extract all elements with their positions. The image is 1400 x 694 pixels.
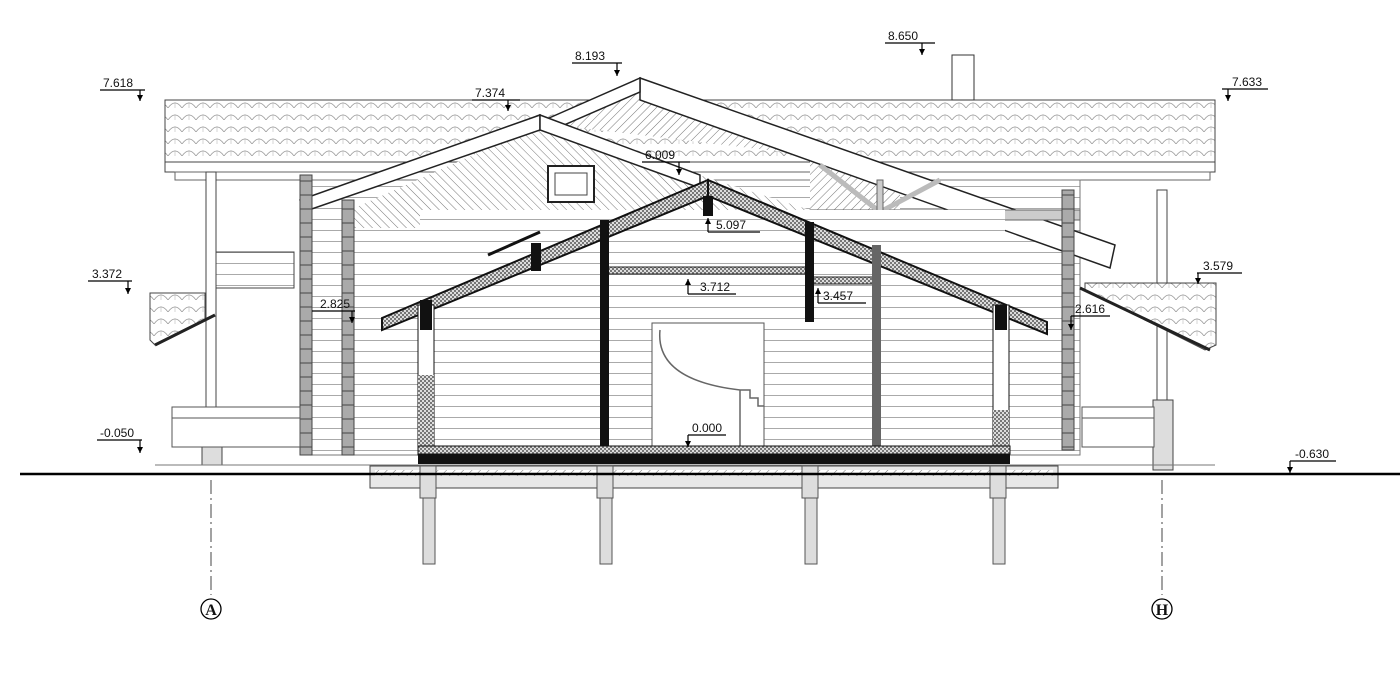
level-arrow-icon xyxy=(685,279,691,285)
axis-label-right: Н xyxy=(1156,602,1169,619)
wall-left-top-beam xyxy=(420,300,432,330)
floor-slab xyxy=(417,445,1011,455)
foundation-grade-beam xyxy=(369,465,1059,489)
level-value: -0.050 xyxy=(100,426,134,440)
level-marker-chimney-top: 8.650 xyxy=(885,29,935,55)
level-marker-porch-roof-right: 3.579 xyxy=(1195,259,1242,284)
level-marker-ceiling-side: 3.457 xyxy=(815,288,866,304)
level-marker-wall-top-right: 2.616 xyxy=(1068,302,1110,330)
wall-left-insulation xyxy=(418,375,434,450)
log-column-left-2 xyxy=(341,199,355,456)
log-column-left-1 xyxy=(299,174,313,456)
level-value: 3.372 xyxy=(92,267,122,281)
axis-label-left: А xyxy=(205,602,217,619)
porch-roof-right-edge xyxy=(1079,286,1211,352)
level-value: 8.650 xyxy=(888,29,918,43)
gable-window-glass xyxy=(554,172,588,196)
level-arrow-icon xyxy=(919,49,925,55)
floor-beam xyxy=(418,454,1010,464)
level-arrow-icon xyxy=(505,105,511,111)
level-markers: 7.618 8.193 8.650 7.374 7.633 6.009 5.097 3.712… xyxy=(88,29,1336,473)
level-marker-porch-floor-left: -0.050 xyxy=(97,426,143,453)
post-2 xyxy=(805,222,814,322)
level-arrow-icon xyxy=(815,288,821,294)
level-marker-roof-right-eave: 7.633 xyxy=(1222,75,1268,101)
level-arrow-icon xyxy=(349,317,355,323)
porch-roof-left xyxy=(149,292,206,346)
level-arrow-icon xyxy=(137,95,143,101)
level-arrow-icon xyxy=(1225,95,1231,101)
ridge-beam xyxy=(703,196,713,216)
level-marker-porch-roof-left: 3.372 xyxy=(88,267,132,294)
level-value: 3.712 xyxy=(700,280,730,294)
level-marker-roof-ridge-secondary: 7.374 xyxy=(472,86,520,111)
level-value: -0.630 xyxy=(1295,447,1329,461)
level-marker-gable-ridge-inner: 6.009 xyxy=(642,148,690,175)
ceiling-main xyxy=(607,266,809,275)
level-arrow-icon xyxy=(125,288,131,294)
porch-roof-left-edge xyxy=(154,313,216,347)
post-1 xyxy=(600,220,609,452)
axis-marker-left: А xyxy=(200,598,222,620)
porch-railing-right xyxy=(1081,406,1155,448)
level-value: 5.097 xyxy=(716,218,746,232)
post-3 xyxy=(872,245,881,453)
level-marker-roof-ridge-main: 8.193 xyxy=(572,49,622,76)
rafter-left-upper xyxy=(487,230,541,257)
level-value: 7.374 xyxy=(475,86,505,100)
level-value: 0.000 xyxy=(692,421,722,435)
post-top-left xyxy=(531,243,541,271)
level-marker-ground-level: -0.630 xyxy=(1287,447,1336,473)
level-marker-floor-zero: 0.000 xyxy=(685,421,726,447)
level-value: 3.457 xyxy=(823,289,853,303)
staircase xyxy=(659,329,764,448)
main-gable-hatch xyxy=(555,85,900,215)
level-marker-roof-left-eave: 7.618 xyxy=(100,76,145,101)
wall-right-insulation xyxy=(993,410,1009,450)
log-column-right xyxy=(1061,189,1075,451)
level-value: 7.618 xyxy=(103,76,133,90)
level-value: 2.616 xyxy=(1075,302,1105,316)
level-arrow-icon xyxy=(676,169,682,175)
level-arrow-icon xyxy=(137,447,143,453)
level-marker-wall-top-left: 2.825 xyxy=(312,297,355,323)
chimney xyxy=(951,54,975,101)
level-arrow-icon xyxy=(685,441,691,447)
level-arrow-icon xyxy=(1287,467,1293,473)
level-marker-ceiling-main: 3.712 xyxy=(685,279,736,295)
level-value: 2.825 xyxy=(320,297,350,311)
level-value: 7.633 xyxy=(1232,75,1262,89)
level-value: 6.009 xyxy=(645,148,675,162)
wall-right-top-beam xyxy=(995,305,1007,330)
balcony-railing xyxy=(215,251,295,289)
level-value: 8.193 xyxy=(575,49,605,63)
level-arrow-icon xyxy=(1068,324,1074,330)
level-marker-ridge-beam: 5.097 xyxy=(705,218,760,233)
porch-railing-left xyxy=(171,406,301,448)
level-arrow-icon xyxy=(1195,278,1201,284)
stair-opening xyxy=(651,322,765,449)
porch-base-right xyxy=(1152,399,1174,471)
level-arrow-icon xyxy=(614,70,620,76)
level-value: 3.579 xyxy=(1203,259,1233,273)
ceiling-side xyxy=(807,276,877,285)
axis-marker-right: Н xyxy=(1151,598,1173,620)
level-arrow-icon xyxy=(705,218,711,224)
